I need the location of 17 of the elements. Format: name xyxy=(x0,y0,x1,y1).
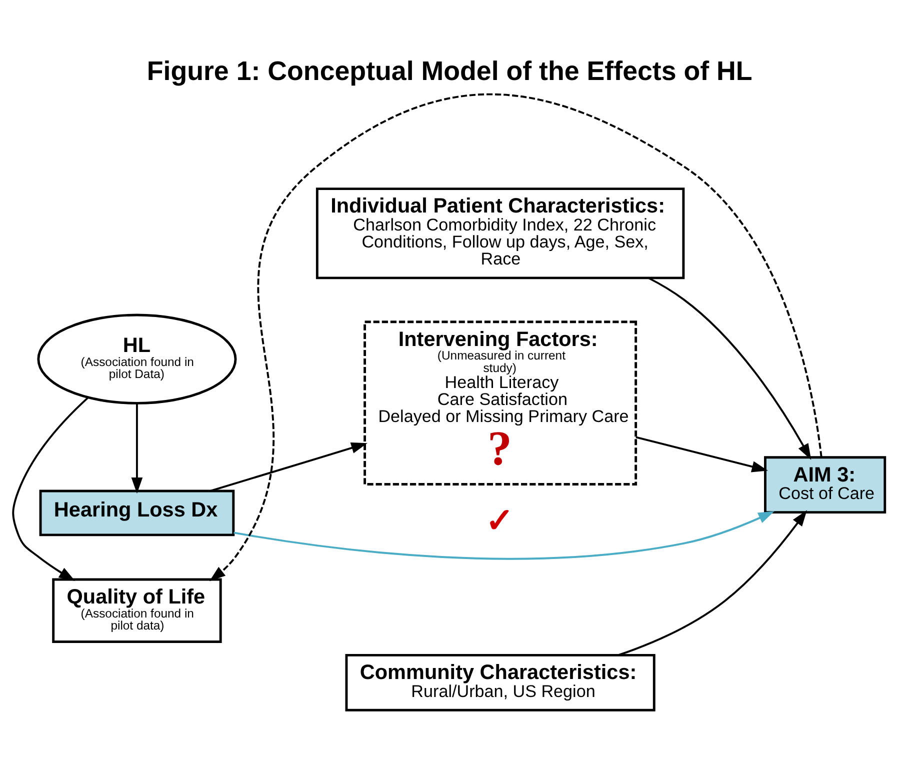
arrow xyxy=(636,436,768,472)
arrow xyxy=(12,396,89,581)
arrow xyxy=(234,511,774,560)
arrow xyxy=(209,94,822,582)
arrow xyxy=(618,510,807,656)
diagram-title: Figure 1: Conceptual Model of the Effects of HL xyxy=(146,56,752,86)
node-ellipse: HL (Association found in pilot Data) xyxy=(37,314,237,404)
node-box: AIM 3: Cost of Care xyxy=(764,456,886,514)
node-box: Individual Patient Characteristics: Charlson Comorbidity Index, 22 Chronic Conditions, Follow up days, Age, Sex, Race xyxy=(316,188,685,280)
arrow xyxy=(131,403,143,494)
node-box: Hearing Loss Dx xyxy=(39,490,235,536)
arrow xyxy=(648,277,812,460)
node-box: Community Characteristics: Rural/Urban, US Region xyxy=(345,654,656,712)
node-box: Quality of Life (Association found in pilot data) xyxy=(52,578,222,643)
node-box: Intervening Factors: (Unmeasured in current study) Health Literacy Care Satisfaction Delayed or Missing Primary Care ? xyxy=(364,320,638,486)
edge-label: ✓ xyxy=(486,502,514,540)
arrow xyxy=(210,442,368,492)
